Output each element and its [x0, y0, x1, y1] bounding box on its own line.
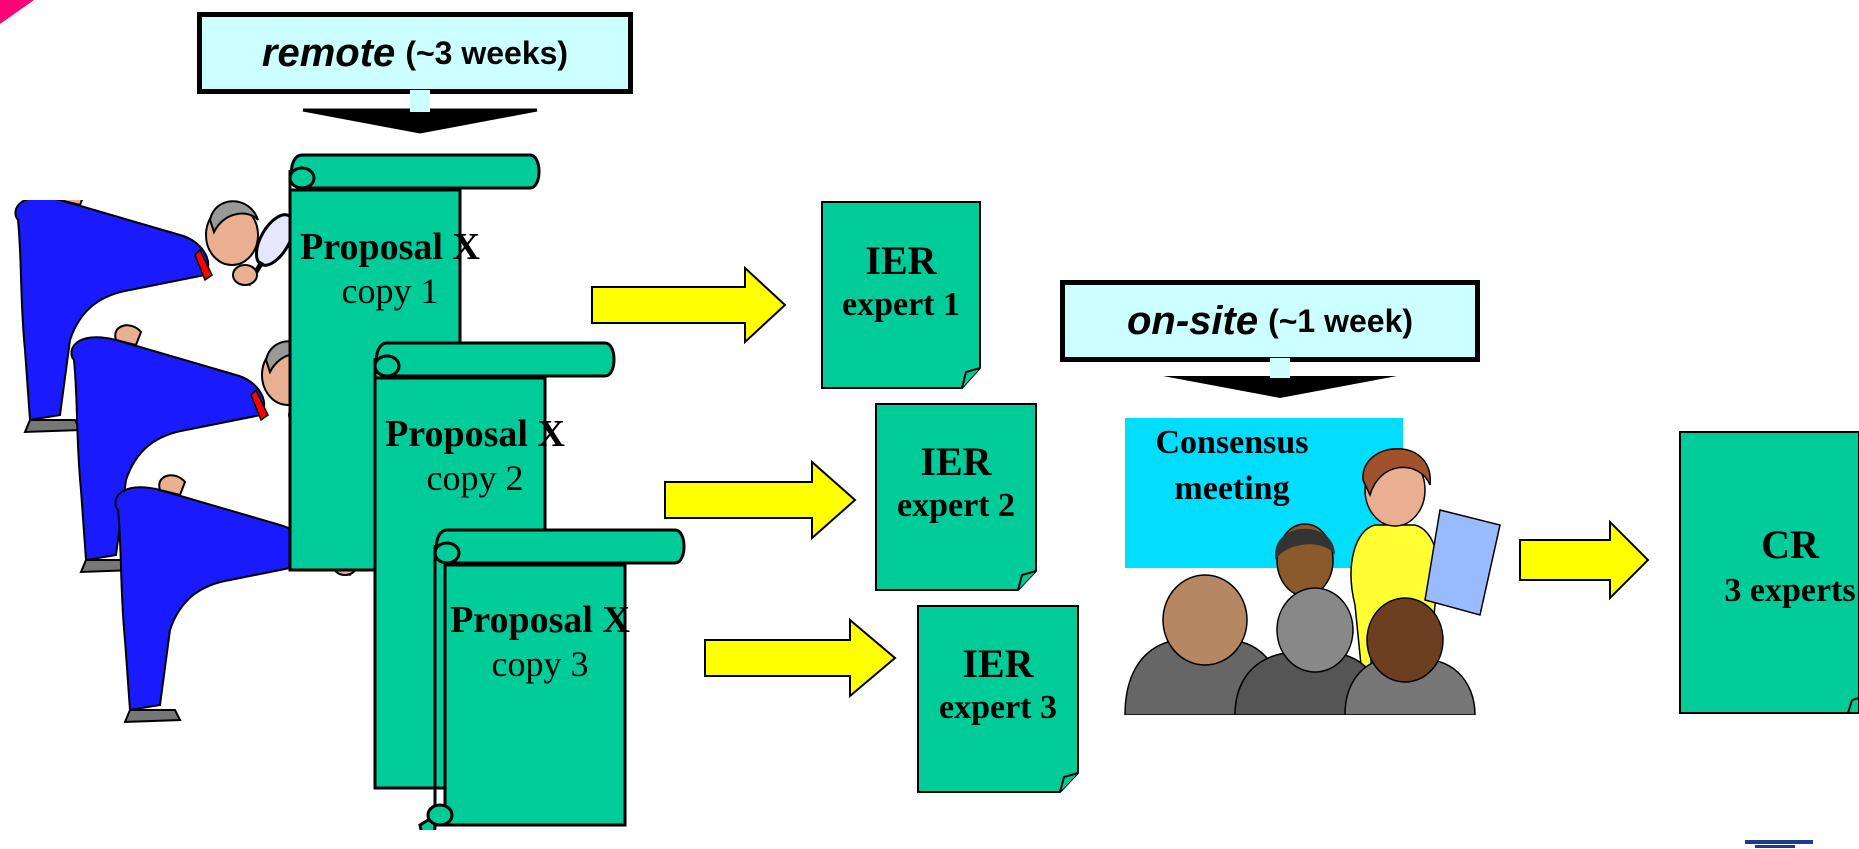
remote-label: remote	[261, 30, 396, 75]
meeting-illustration	[1124, 448, 1501, 715]
proposal-title-2: Proposal X	[385, 413, 565, 455]
onsite-callout: on-site (~1 week)	[1060, 280, 1480, 362]
proposal-text-3: Proposal X copy 3	[435, 598, 645, 685]
ier-expert-2: expert 2	[896, 487, 1015, 524]
cr-experts: 3 experts	[1724, 572, 1856, 609]
proposal-title-1: Proposal X	[300, 226, 480, 268]
arrow-proposal1-ier1	[591, 265, 787, 345]
consensus-label: Consensus meeting	[1132, 420, 1332, 512]
ier-expert-1: expert 1	[841, 286, 960, 323]
ier-doc-2	[875, 403, 1037, 591]
ier-title-2: IER	[920, 439, 992, 484]
ier-text-1: IER expert 1	[822, 237, 980, 326]
logo-fragment	[1745, 840, 1813, 848]
corner-accent	[0, 0, 34, 24]
proposal-copy-2: copy 2	[426, 457, 524, 498]
ier-title-3: IER	[962, 641, 1034, 686]
ier-title-1: IER	[865, 238, 937, 283]
ier-expert-3: expert 3	[938, 689, 1057, 726]
onsite-label: on-site	[1126, 298, 1259, 343]
arrow-meeting-cr	[1519, 519, 1650, 601]
cr-doc	[1679, 431, 1859, 714]
ier-text-2: IER expert 2	[876, 438, 1036, 527]
onsite-callout-pointer	[1163, 358, 1397, 398]
ier-doc-3	[917, 605, 1079, 793]
proposal-text-1: Proposal X copy 1	[290, 225, 490, 312]
proposal-scrolls	[288, 153, 686, 830]
proposal-scroll-3	[418, 528, 686, 830]
arrow-proposal2-ier2	[664, 459, 857, 541]
proposal-text-2: Proposal X copy 2	[375, 412, 575, 499]
proposal-copy-3: copy 3	[491, 643, 589, 684]
cr-title: CR	[1761, 522, 1819, 567]
cr-text: CR 3 experts	[1700, 520, 1859, 613]
ier-doc-1	[821, 201, 981, 389]
ier-text-3: IER expert 3	[918, 640, 1078, 729]
onsite-duration: (~1 week)	[1268, 302, 1414, 339]
remote-callout-pointer	[302, 90, 538, 134]
consensus-line1: Consensus	[1155, 424, 1309, 461]
remote-duration: (~3 weeks)	[405, 34, 569, 71]
consensus-line2: meeting	[1174, 469, 1290, 507]
proposal-title-3: Proposal X	[450, 599, 630, 641]
arrow-proposal3-ier3	[704, 617, 897, 699]
proposal-copy-1: copy 1	[341, 270, 439, 311]
